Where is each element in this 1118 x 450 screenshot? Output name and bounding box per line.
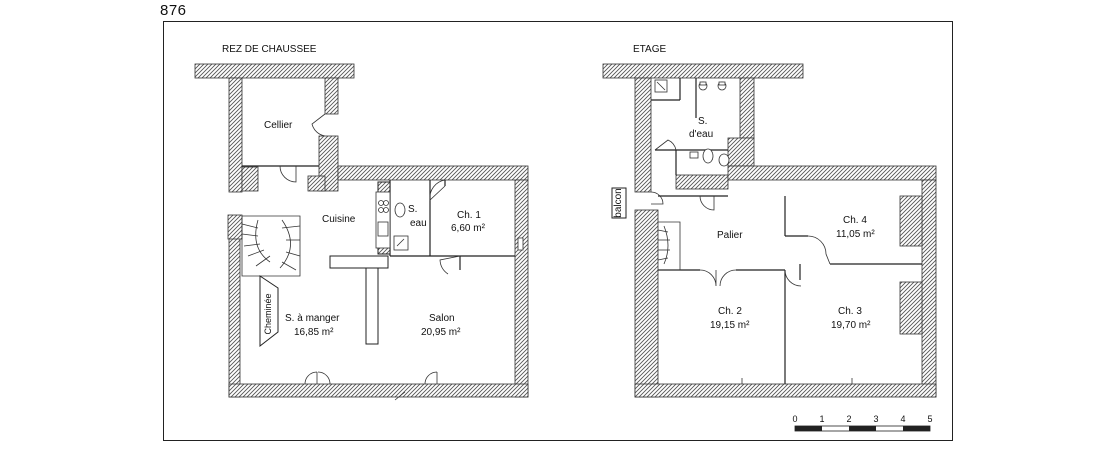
upper-floor-fixtures xyxy=(654,79,730,167)
salon-name-label: Salon xyxy=(429,313,455,324)
upper-floor-partitions xyxy=(651,78,922,384)
ch2-area-label: 19,15 m² xyxy=(710,320,750,331)
ch4-name-label: Ch. 4 xyxy=(843,215,867,226)
scale-tick-label: 3 xyxy=(873,414,878,424)
ground-floor-doors xyxy=(279,113,461,401)
sde-upper-label-2: d'eau xyxy=(689,129,713,140)
ch3-name-label: Ch. 3 xyxy=(838,306,862,317)
ground-floor-plan: REZ DE CHAUSSEE xyxy=(194,44,529,401)
cellier-label: Cellier xyxy=(264,120,293,131)
scale-bar-segment xyxy=(849,426,876,431)
salle-a-manger-area-label: 16,85 m² xyxy=(294,327,334,338)
cuisine-label: Cuisine xyxy=(322,214,356,225)
ch3-area-label: 19,70 m² xyxy=(831,320,871,331)
upper-floor-doors xyxy=(650,139,853,384)
fireplace: Cheminée xyxy=(259,275,279,348)
fireplace-label: Cheminée xyxy=(263,293,273,334)
ch2-name-label: Ch. 2 xyxy=(718,306,742,317)
balcony-label: balcon xyxy=(613,188,624,217)
salon-area-label: 20,95 m² xyxy=(421,327,461,338)
salle-a-manger-name-label: S. à manger xyxy=(285,313,340,324)
ground-floor-walls xyxy=(194,63,529,398)
ch4-area-label: 11,05 m² xyxy=(836,229,875,240)
upper-floor-plan: ETAGE xyxy=(602,44,937,398)
scale-bar: 0 1 2 3 4 5 xyxy=(792,414,933,432)
scale-bar-segment xyxy=(903,426,930,431)
upper-floor-title: ETAGE xyxy=(633,44,666,55)
scale-tick-label: 1 xyxy=(819,414,824,424)
sde-upper-label-1: S. xyxy=(698,116,707,127)
page-number: 876 xyxy=(160,2,187,19)
ground-floor-fixtures xyxy=(375,191,524,251)
drawing-frame xyxy=(163,21,953,441)
upper-floor-staircase xyxy=(657,221,681,271)
ground-floor-title: REZ DE CHAUSSEE xyxy=(222,44,317,55)
ch1-name-label: Ch. 1 xyxy=(457,210,481,221)
palier-label: Palier xyxy=(717,230,743,241)
scale-bar-segment xyxy=(795,426,822,431)
ch1-area-label: 6,60 m² xyxy=(451,223,486,234)
ground-floor-staircase xyxy=(241,215,301,277)
upper-floor-walls xyxy=(602,63,937,398)
scale-tick-label: 4 xyxy=(900,414,905,424)
scale-tick-label: 2 xyxy=(846,414,851,424)
scale-tick-label: 0 xyxy=(792,414,797,424)
sde-ground-label-1: S. xyxy=(408,204,417,215)
balcony: balcon xyxy=(611,187,627,219)
sde-ground-label-2: eau xyxy=(410,218,427,229)
scale-tick-label: 5 xyxy=(927,414,932,424)
